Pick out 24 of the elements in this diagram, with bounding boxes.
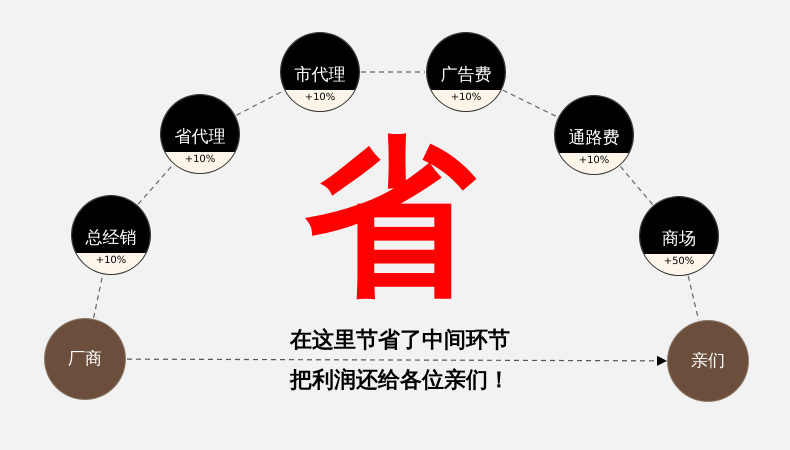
markup-percentage: +10% xyxy=(96,256,126,266)
markup-percentage: +10% xyxy=(304,93,336,103)
node-title: 通路费 xyxy=(568,130,620,147)
dashed-connector xyxy=(138,164,174,205)
markup-percentage: +10% xyxy=(578,156,610,166)
dashed-connector xyxy=(93,275,104,318)
dashed-arrow xyxy=(127,356,667,366)
dashed-connector xyxy=(502,90,558,118)
node-title: 商场 xyxy=(662,231,696,248)
node-title: 厂商 xyxy=(68,350,102,368)
dashed-connector xyxy=(688,276,700,320)
markup-percentage: +10% xyxy=(450,93,482,103)
node-title: 广告费 xyxy=(440,67,492,84)
node-title: 市代理 xyxy=(294,67,346,84)
slogan-text: 把利润还给各位亲们！ xyxy=(288,370,511,392)
dashed-connector xyxy=(361,71,425,73)
big-character: 省 xyxy=(304,125,478,310)
markup-percentage: +10% xyxy=(184,155,216,165)
slogan-text: 在这里节省了中间环节 xyxy=(288,330,511,352)
node-title: 亲们 xyxy=(691,352,725,370)
dashed-connector xyxy=(620,166,654,206)
node-title: 总经销 xyxy=(86,230,136,247)
markup-percentage: +50% xyxy=(664,257,694,267)
node-title: 省代理 xyxy=(174,129,226,146)
